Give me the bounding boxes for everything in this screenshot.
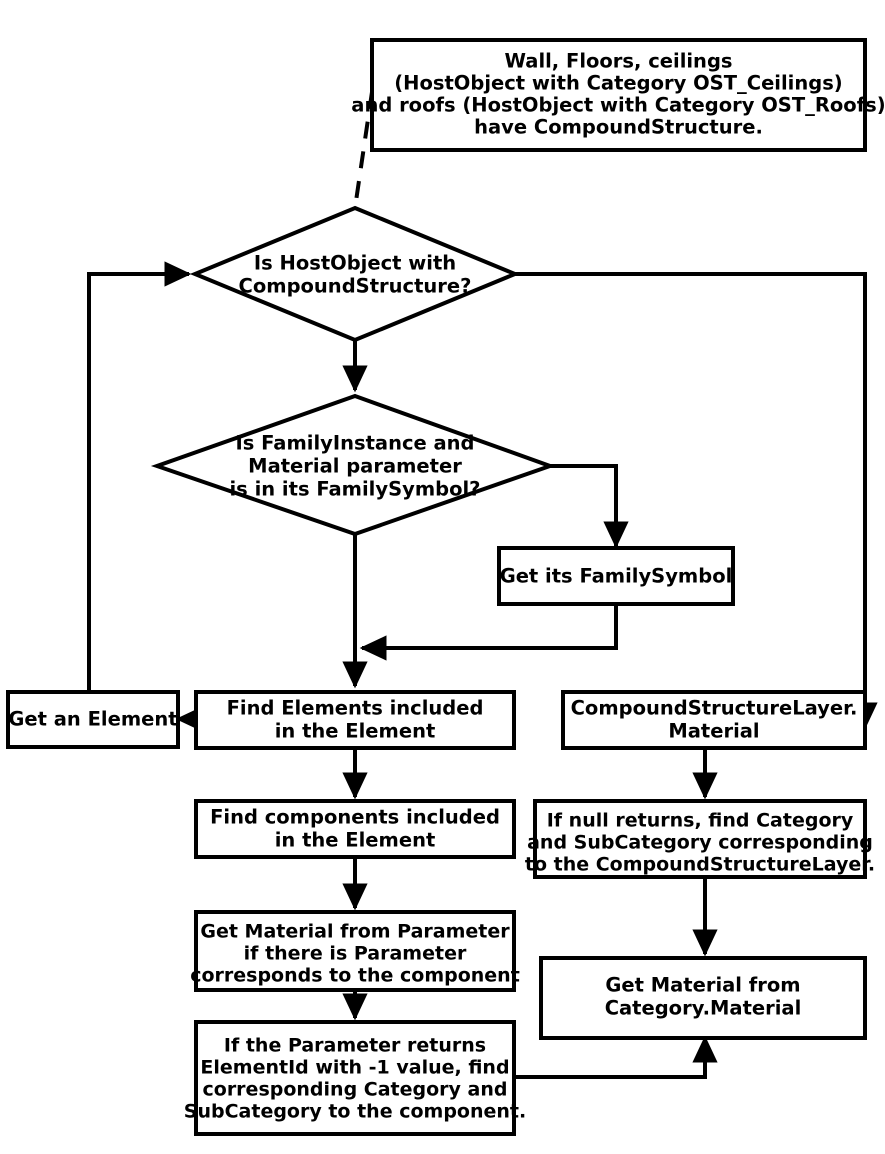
if-parameter-returns-elementid-line-3: corresponding Category and xyxy=(203,1079,508,1101)
edge-decision-familyinstance-to-get-family-symbol xyxy=(550,464,629,549)
edge-get-an-element-to-decision-hostobject xyxy=(87,261,192,692)
find-components-included-line-2: in the Element xyxy=(275,829,436,852)
compound-structure-layer-material-line-2: Material xyxy=(668,720,759,743)
note-compound-structure-line-3: and roofs (HostObject with Category OST_… xyxy=(351,94,885,117)
node-get-material-from-parameter[interactable]: Get Material from Parameter if there is … xyxy=(190,910,520,992)
edge-if-parameter-returns-to-get-material-from-category xyxy=(514,1035,718,1079)
decision-hostobject-line-2: CompoundStructure? xyxy=(239,275,472,298)
decision-familyinstance-line-3: is in its FamilySymbol? xyxy=(230,478,481,501)
edge-note-to-decision-hostobject xyxy=(353,91,374,209)
find-components-included-line-1: Find components included xyxy=(210,806,500,829)
if-null-returns-line-1: If null returns, find Category xyxy=(547,810,854,832)
node-find-components-included[interactable]: Find components included in the Element xyxy=(194,799,516,859)
if-parameter-returns-elementid-line-2: ElementId with -1 value, find xyxy=(200,1057,509,1079)
get-material-from-parameter-line-1: Get Material from Parameter xyxy=(200,921,510,943)
if-null-returns-line-2: and SubCategory corresponding xyxy=(527,832,873,854)
if-null-returns-line-3: to the CompoundStructureLayer. xyxy=(525,854,875,876)
node-if-parameter-returns-elementid[interactable]: If the Parameter returns ElementId with … xyxy=(184,1020,526,1136)
edge-decision-hostobject-to-compound-structure-layer xyxy=(515,272,878,730)
decision-familyinstance-line-1: Is FamilyInstance and xyxy=(235,432,474,455)
compound-structure-layer-material-line-1: CompoundStructureLayer. xyxy=(571,697,858,720)
get-an-element-line-1: Get an Element xyxy=(8,708,177,731)
decision-hostobject-line-1: Is HostObject with xyxy=(254,252,456,275)
decision-familyinstance-line-2: Material parameter xyxy=(248,455,462,478)
node-find-elements-included[interactable]: Find Elements included in the Element xyxy=(194,690,516,750)
if-parameter-returns-elementid-line-1: If the Parameter returns xyxy=(224,1035,486,1057)
node-if-null-returns[interactable]: If null returns, find Category and SubCa… xyxy=(525,799,875,879)
note-compound-structure-line-4: have CompoundStructure. xyxy=(474,116,763,139)
get-material-from-parameter-line-2: if there is Parameter xyxy=(244,943,467,965)
node-decision-familyinstance[interactable]: Is FamilyInstance and Material parameter… xyxy=(150,393,556,537)
node-get-family-symbol[interactable]: Get its FamilySymbol xyxy=(497,546,735,606)
node-note-compound-structure[interactable]: Wall, Floors, ceilings (HostObject with … xyxy=(351,38,885,152)
get-material-from-parameter-line-3: corresponds to the component xyxy=(190,965,520,987)
find-elements-included-line-2: in the Element xyxy=(275,720,436,743)
get-material-from-category-line-2: Category.Material xyxy=(605,997,802,1020)
find-elements-included-line-1: Find Elements included xyxy=(227,697,484,720)
note-compound-structure-line-1: Wall, Floors, ceilings xyxy=(504,50,732,73)
get-material-from-category-line-1: Get Material from xyxy=(605,974,800,997)
node-get-an-element[interactable]: Get an Element xyxy=(6,690,180,749)
get-family-symbol-line-1: Get its FamilySymbol xyxy=(500,565,733,588)
node-compound-structure-layer-material[interactable]: CompoundStructureLayer. Material xyxy=(561,690,867,750)
node-decision-hostobject[interactable]: Is HostObject with CompoundStructure? xyxy=(189,205,521,343)
node-get-material-from-category[interactable]: Get Material from Category.Material xyxy=(539,956,867,1040)
note-compound-structure-line-2: (HostObject with Category OST_Ceilings) xyxy=(394,72,842,95)
if-parameter-returns-elementid-line-4: SubCategory to the component. xyxy=(184,1101,526,1123)
edge-get-family-symbol-to-merge xyxy=(359,604,618,661)
